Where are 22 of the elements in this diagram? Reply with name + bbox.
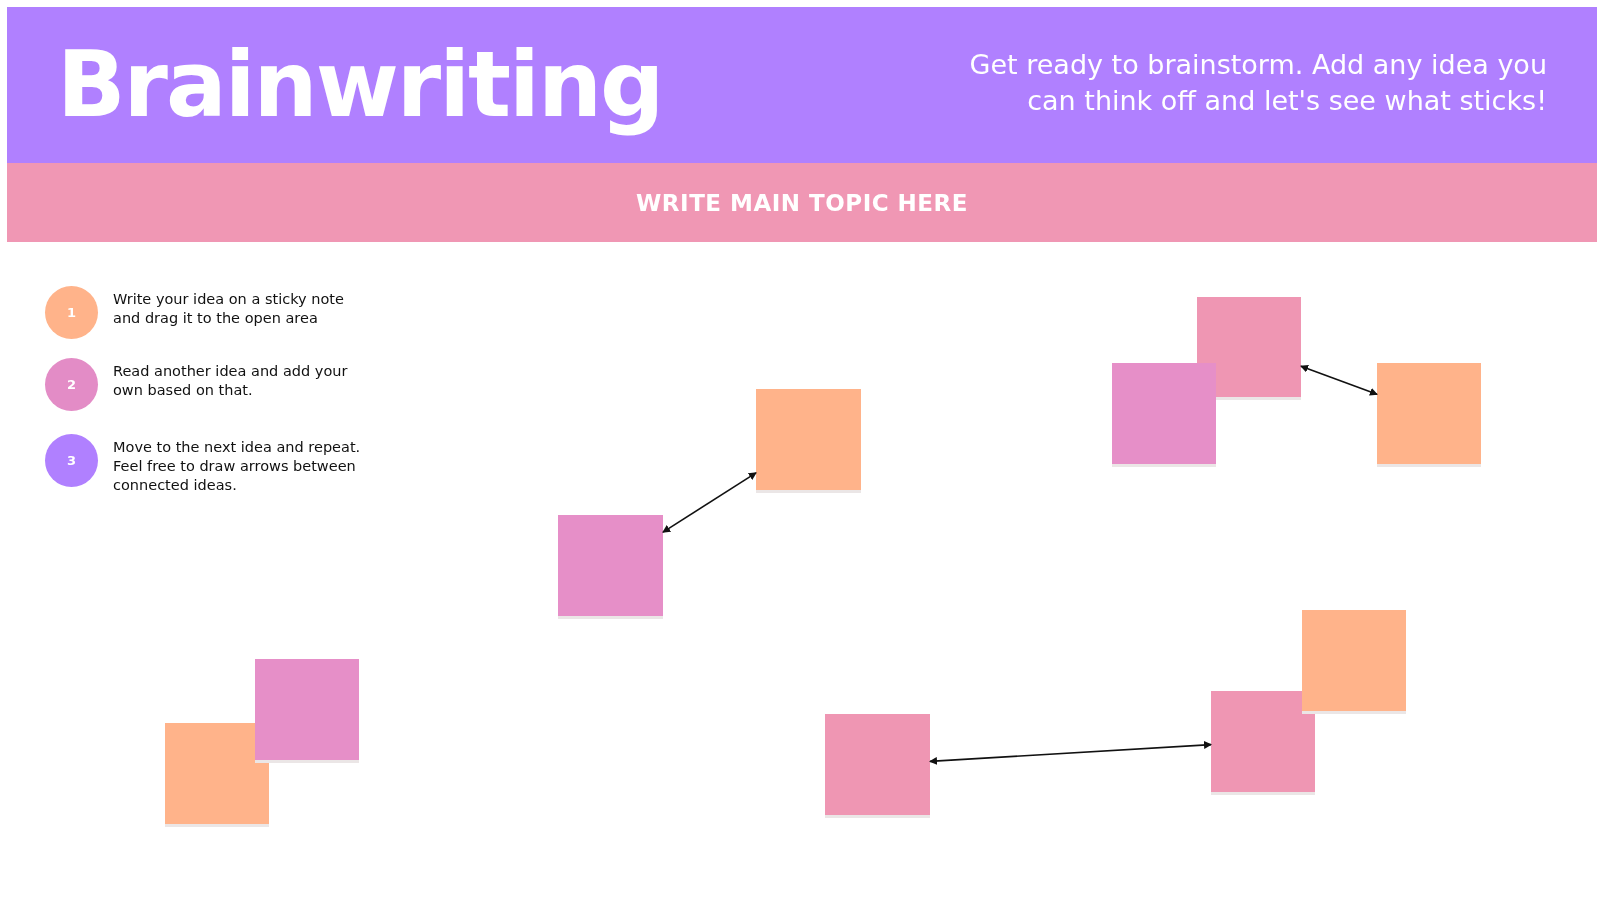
step-instruction: Move to the next idea and repeat. Feel free to draw arrows between connected ideas. xyxy=(113,438,362,495)
arrow xyxy=(1300,364,1378,396)
sticky-note xyxy=(1211,691,1315,792)
sticky-note xyxy=(1197,297,1301,397)
arrow xyxy=(929,741,1212,765)
step-instruction: Read another idea and add your own based on that. xyxy=(113,362,349,400)
sticky-note xyxy=(1377,363,1481,464)
step-number: 2 xyxy=(45,358,98,411)
sticky-note xyxy=(165,723,269,824)
sticky-note xyxy=(558,515,663,616)
step-instruction: Write your idea on a sticky note and drag it to the open area xyxy=(113,290,345,328)
sticky-note xyxy=(825,714,930,815)
step-number: 1 xyxy=(45,286,98,339)
description-text: Get ready to brainstorm. Add any idea you can think off and let's see what sticks! xyxy=(968,48,1547,118)
arrow xyxy=(662,472,757,533)
step-number: 3 xyxy=(45,434,98,487)
sticky-note xyxy=(255,659,359,760)
topic-banner: WRITE MAIN TOPIC HERE xyxy=(7,163,1597,242)
sticky-note xyxy=(1302,610,1406,711)
title: Brainwriting xyxy=(57,31,663,139)
sticky-note xyxy=(756,389,861,490)
sticky-note xyxy=(1112,363,1216,464)
